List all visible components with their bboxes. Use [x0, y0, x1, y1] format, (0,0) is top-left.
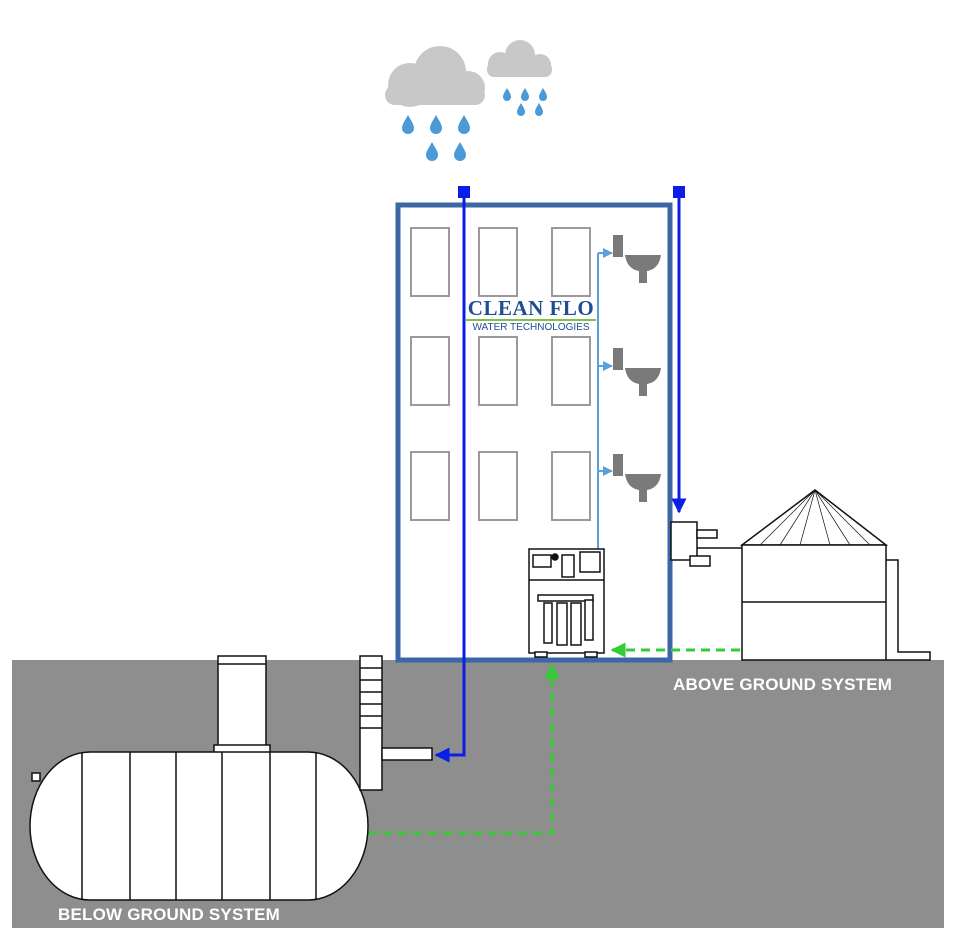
raindrops-icon [402, 88, 547, 161]
rain-cloud-large-icon [385, 46, 485, 107]
logo-tagline: WATER TECHNOLOGIES [472, 322, 590, 333]
rain-cloud-small-icon [487, 40, 552, 77]
below-ground-tank [29, 655, 369, 901]
wall-filter-unit [670, 521, 742, 567]
above-ground-label: ABOVE GROUND SYSTEM [673, 675, 893, 694]
filter-unit [359, 655, 433, 791]
pump-control-unit [528, 548, 605, 658]
logo-divider [466, 319, 596, 321]
clean-flo-logo: CLEAN FLO WATER TECHNOLOGIES [466, 298, 596, 333]
downpipe-left [434, 186, 470, 763]
downpipe-right [671, 186, 687, 514]
supply-pipe [597, 248, 613, 550]
return-flow [368, 642, 740, 835]
below-ground-label: BELOW GROUND SYSTEM [58, 905, 280, 924]
logo-name: CLEAN FLO [467, 296, 595, 320]
above-ground-tank [739, 489, 931, 661]
building-windows [410, 227, 591, 521]
toilet-icons [613, 235, 661, 502]
